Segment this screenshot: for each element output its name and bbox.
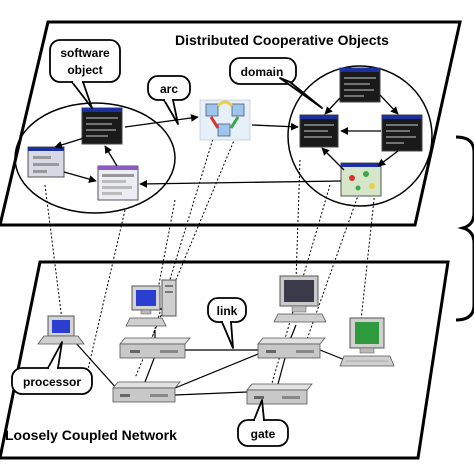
right-window-left	[299, 114, 339, 148]
right-domain-circle	[287, 65, 433, 207]
callout-processor-label: processor	[23, 375, 81, 389]
right-window-top	[339, 67, 381, 103]
left-window-browser	[97, 165, 139, 201]
callout-gate: gate	[237, 399, 289, 447]
bottom-plane-title: Loosely Coupled Network	[5, 427, 177, 443]
network-links	[74, 324, 346, 396]
right-bracket	[455, 135, 474, 322]
callout-link-label: link	[217, 304, 238, 318]
callout-domain-label: domain	[241, 65, 284, 79]
left-domain-arrows	[54, 137, 118, 183]
processor-laptop	[37, 315, 85, 345]
callout-domain: domain	[229, 57, 323, 109]
right-window-map	[340, 162, 382, 197]
workstation-3	[339, 317, 395, 367]
callout-software-object-label-1: software	[60, 46, 110, 60]
inter-domain-arcs	[124, 114, 342, 188]
gateway-box-4	[246, 383, 313, 405]
callout-gate-label: gate	[251, 427, 276, 441]
callout-software-object-label-2: object	[67, 63, 102, 77]
gateway-box-2	[257, 337, 326, 359]
workstation-2	[273, 275, 327, 323]
callout-processor: processor	[11, 341, 93, 395]
bottom-plane	[0, 260, 450, 460]
left-window-dialog	[27, 146, 65, 178]
gateway-box-3	[112, 381, 181, 403]
right-domain-arrows	[321, 94, 399, 171]
left-window-top	[81, 107, 123, 145]
callout-software-object: software object	[49, 39, 121, 109]
callout-arc-label: arc	[160, 82, 178, 96]
workstation-1	[125, 279, 177, 327]
right-window-right	[381, 114, 423, 152]
callout-arc: arc	[147, 75, 191, 125]
top-plane-title: Distributed Cooperative Objects	[175, 32, 389, 48]
callout-link: link	[207, 297, 247, 349]
left-domain-ellipse	[14, 102, 176, 214]
center-cooperative-object	[199, 99, 251, 141]
gateway-box-1	[119, 337, 191, 359]
